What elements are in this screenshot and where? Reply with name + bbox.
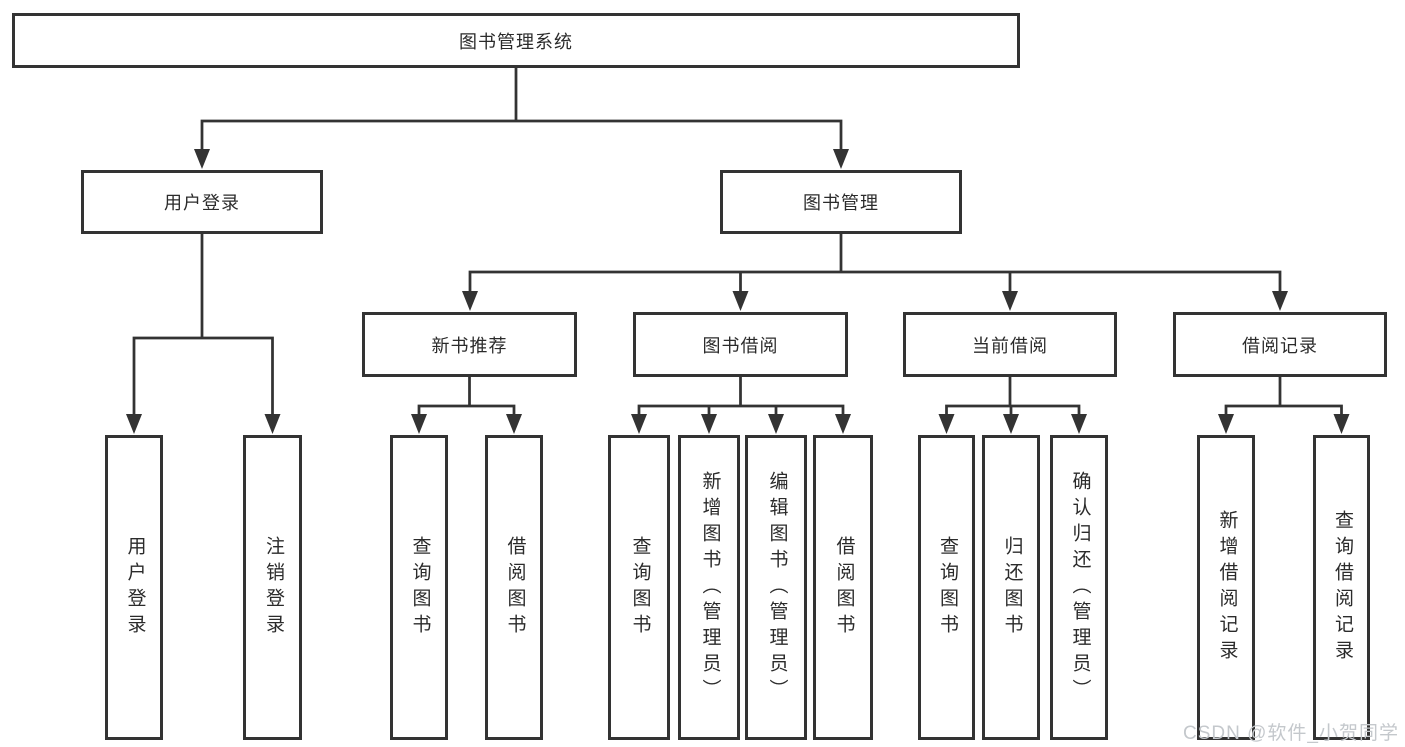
leaf-logout: 注销登录 (243, 435, 302, 740)
node-current-borrow: 当前借阅 (903, 312, 1117, 377)
leaf-bb-add-books-admin: 新增图书（管理员） (678, 435, 740, 740)
leaf-bb-add-books-admin-label: 新增图书（管理员） (699, 470, 721, 705)
leaf-logout-label: 注销登录 (262, 535, 284, 640)
node-root-label: 图书管理系统 (459, 31, 573, 52)
leaf-cb-query-books-label: 查询图书 (936, 535, 958, 640)
connector-borrow-records-to-leaves (1224, 375, 1343, 418)
leaf-bb-borrow-books-label: 借阅图书 (833, 535, 855, 640)
leaf-cb-query-books: 查询图书 (918, 435, 975, 740)
connector-book-borrow-to-leaves (637, 375, 845, 418)
leaf-bb-query-books-label: 查询图书 (629, 535, 651, 640)
node-borrow-records: 借阅记录 (1173, 312, 1387, 377)
connector-current-borrow-to-leaves (945, 375, 1081, 418)
leaf-nbr-query-books-label: 查询图书 (409, 535, 431, 640)
node-new-book-recommend: 新书推荐 (362, 312, 577, 377)
leaf-user-login: 用户登录 (105, 435, 163, 740)
connector-book-management-to-level3 (468, 232, 1282, 296)
leaf-nbr-query-books: 查询图书 (390, 435, 448, 740)
leaf-cb-confirm-return-admin-label: 确认归还（管理员） (1069, 470, 1091, 705)
leaf-br-add-record: 新增借阅记录 (1197, 435, 1255, 740)
leaf-nbr-borrow-books: 借阅图书 (485, 435, 543, 740)
node-current-borrow-label: 当前借阅 (972, 335, 1048, 356)
leaf-user-login-label: 用户登录 (124, 535, 146, 640)
leaf-br-query-record-label: 查询借阅记录 (1331, 509, 1353, 666)
node-user-login-branch: 用户登录 (81, 170, 323, 234)
leaf-nbr-borrow-books-label: 借阅图书 (504, 535, 526, 640)
node-book-management-label: 图书管理 (803, 193, 879, 213)
node-book-borrow-label: 图书借阅 (702, 335, 779, 356)
node-borrow-records-label: 借阅记录 (1242, 335, 1318, 356)
leaf-cb-return-books-label: 归还图书 (1001, 535, 1023, 640)
leaf-br-query-record: 查询借阅记录 (1313, 435, 1370, 740)
arrowheads (126, 149, 1350, 434)
leaf-bb-edit-books-admin-label: 编辑图书（管理员） (766, 470, 788, 705)
node-book-borrow: 图书借阅 (633, 312, 848, 377)
leaf-bb-borrow-books: 借阅图书 (813, 435, 873, 740)
node-root-system: 图书管理系统 (12, 13, 1020, 68)
node-user-login-branch-label: 用户登录 (164, 193, 240, 213)
leaf-cb-return-books: 归还图书 (982, 435, 1040, 740)
leaf-cb-confirm-return-admin: 确认归还（管理员） (1050, 435, 1108, 740)
connector-new-book-recommend-to-leaves (417, 375, 516, 418)
node-book-management: 图书管理 (720, 170, 962, 234)
leaf-bb-edit-books-admin: 编辑图书（管理员） (745, 435, 807, 740)
connector-user-login-to-leaves (132, 232, 274, 418)
connector-root-to-level2 (200, 66, 843, 154)
leaf-br-add-record-label: 新增借阅记录 (1216, 509, 1238, 666)
node-new-book-recommend-label: 新书推荐 (431, 335, 508, 356)
csdn-watermark: CSDN @软件_小贺同学 (1183, 723, 1399, 744)
leaf-bb-query-books: 查询图书 (608, 435, 670, 740)
